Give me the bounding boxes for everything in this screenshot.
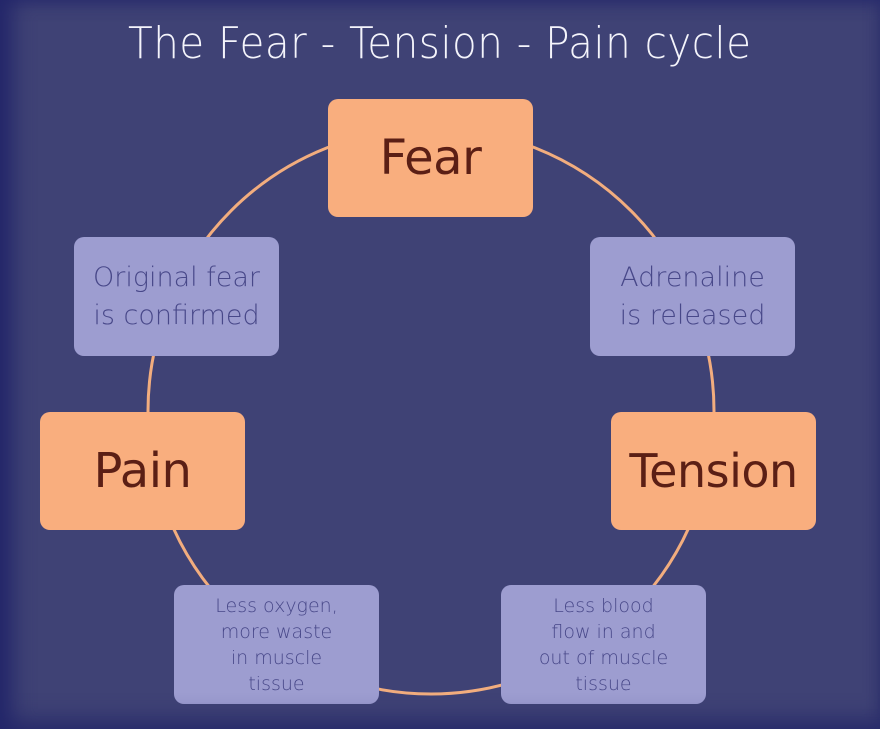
step-line: tissue — [248, 672, 305, 695]
step-line: Adrenaline — [620, 261, 765, 293]
diagram-title: The Fear - Tension - Pain cycle — [128, 18, 752, 69]
node-pain: Pain — [40, 412, 245, 530]
step-line: flow in and — [551, 620, 656, 643]
step-line: is confirmed — [93, 299, 260, 331]
step-line: out of muscle — [538, 646, 669, 669]
step-line: tissue — [575, 672, 632, 695]
node-fear: Fear — [328, 99, 533, 217]
step-fear-confirmed: Original fear is confirmed — [74, 237, 279, 356]
node-pain-label: Pain — [93, 443, 192, 499]
node-fear-label: Fear — [379, 130, 482, 186]
step-line: Less blood — [553, 594, 654, 617]
node-tension: Tension — [611, 412, 816, 530]
step-less-blood-flow: Less blood flow in and out of muscle tis… — [501, 585, 706, 704]
step-less-oxygen: Less oxygen, more waste in muscle tissue — [174, 585, 379, 704]
step-line: in muscle — [230, 646, 323, 669]
node-tension-label: Tension — [629, 444, 798, 498]
step-adrenaline-released: Adrenaline is released — [590, 237, 795, 356]
step-line: Original fear — [92, 261, 261, 293]
step-line: is released — [619, 299, 766, 331]
step-line: more waste — [220, 620, 333, 643]
step-line: Less oxygen, — [215, 594, 338, 617]
